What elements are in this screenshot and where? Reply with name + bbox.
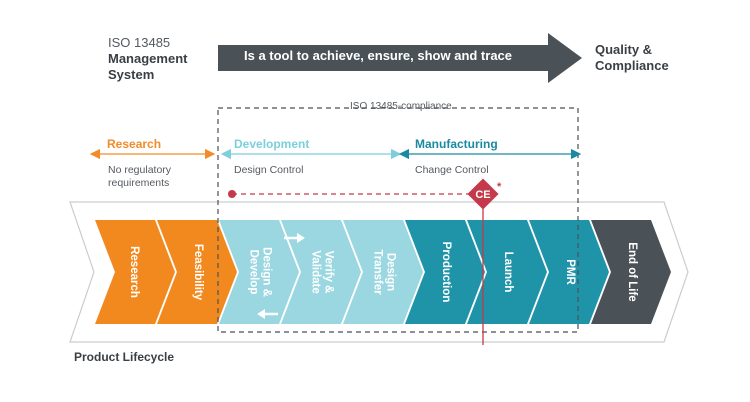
chevron-step-5	[343, 220, 423, 324]
chevron-step-label-1: Research	[128, 246, 140, 298]
chevron-step-label-9: End of Life	[626, 242, 638, 301]
ce-label: CE	[475, 189, 490, 201]
compliance-box	[217, 107, 579, 333]
phase-research-label: Research	[107, 137, 162, 151]
banner-arrow	[218, 33, 582, 83]
iterate-back-arrowhead	[257, 309, 265, 319]
chevron-step-7	[467, 220, 547, 324]
compliance-label: ISO 13485-compliance	[350, 101, 452, 112]
iso-title-line1: ISO 13485	[108, 35, 171, 50]
chevron-step-2	[157, 220, 237, 324]
chevron-step-label-8: PMR	[564, 259, 576, 285]
ce-asterisk: *	[497, 181, 502, 193]
research-sub-line2: requirements	[108, 177, 170, 189]
phase-development-label: Development	[234, 137, 310, 151]
phase-manufacturing-label: Manufacturing	[415, 137, 498, 151]
development-sub-label: Design Control	[234, 164, 304, 176]
chevron-step-6	[405, 220, 485, 324]
iso-title-line3: System	[108, 67, 155, 82]
ce-start-dot	[228, 190, 236, 198]
chevron-step-3	[219, 220, 299, 324]
lifecycle-steps: Research Feasibility Design &Develop Verify…	[95, 220, 671, 324]
manufacturing-sub-label: Change Control	[415, 164, 489, 176]
iterate-forward-arrowhead	[297, 233, 305, 243]
chevron-step-9	[591, 220, 671, 324]
banner-label: Is a tool to achieve, ensure, show and t…	[243, 48, 513, 63]
research-sub-line1: No regulatory	[108, 164, 172, 176]
product-lifecycle-label: Product Lifecycle	[74, 350, 175, 364]
chevron-step-4	[281, 220, 361, 324]
chevron-step-1	[95, 220, 175, 324]
quality-label-line2: Compliance	[595, 58, 669, 73]
chevron-step-label-3: Design &Develop	[248, 247, 273, 297]
quality-label-line1: Quality &	[595, 42, 653, 57]
chevron-step-label-5: DesignTransfer	[372, 249, 397, 295]
chevron-step-label-2: Feasibility	[192, 244, 204, 301]
chevron-step-label-4: Verify &Validate	[310, 250, 335, 293]
iso-title-line2: Management	[108, 51, 188, 66]
chevron-step-label-6: Production	[440, 242, 452, 303]
ce-diamond	[467, 178, 499, 210]
chevron-step-label-7: Launch	[502, 252, 514, 293]
lifecycle-outline	[69, 201, 689, 343]
chevron-step-8	[529, 220, 609, 324]
